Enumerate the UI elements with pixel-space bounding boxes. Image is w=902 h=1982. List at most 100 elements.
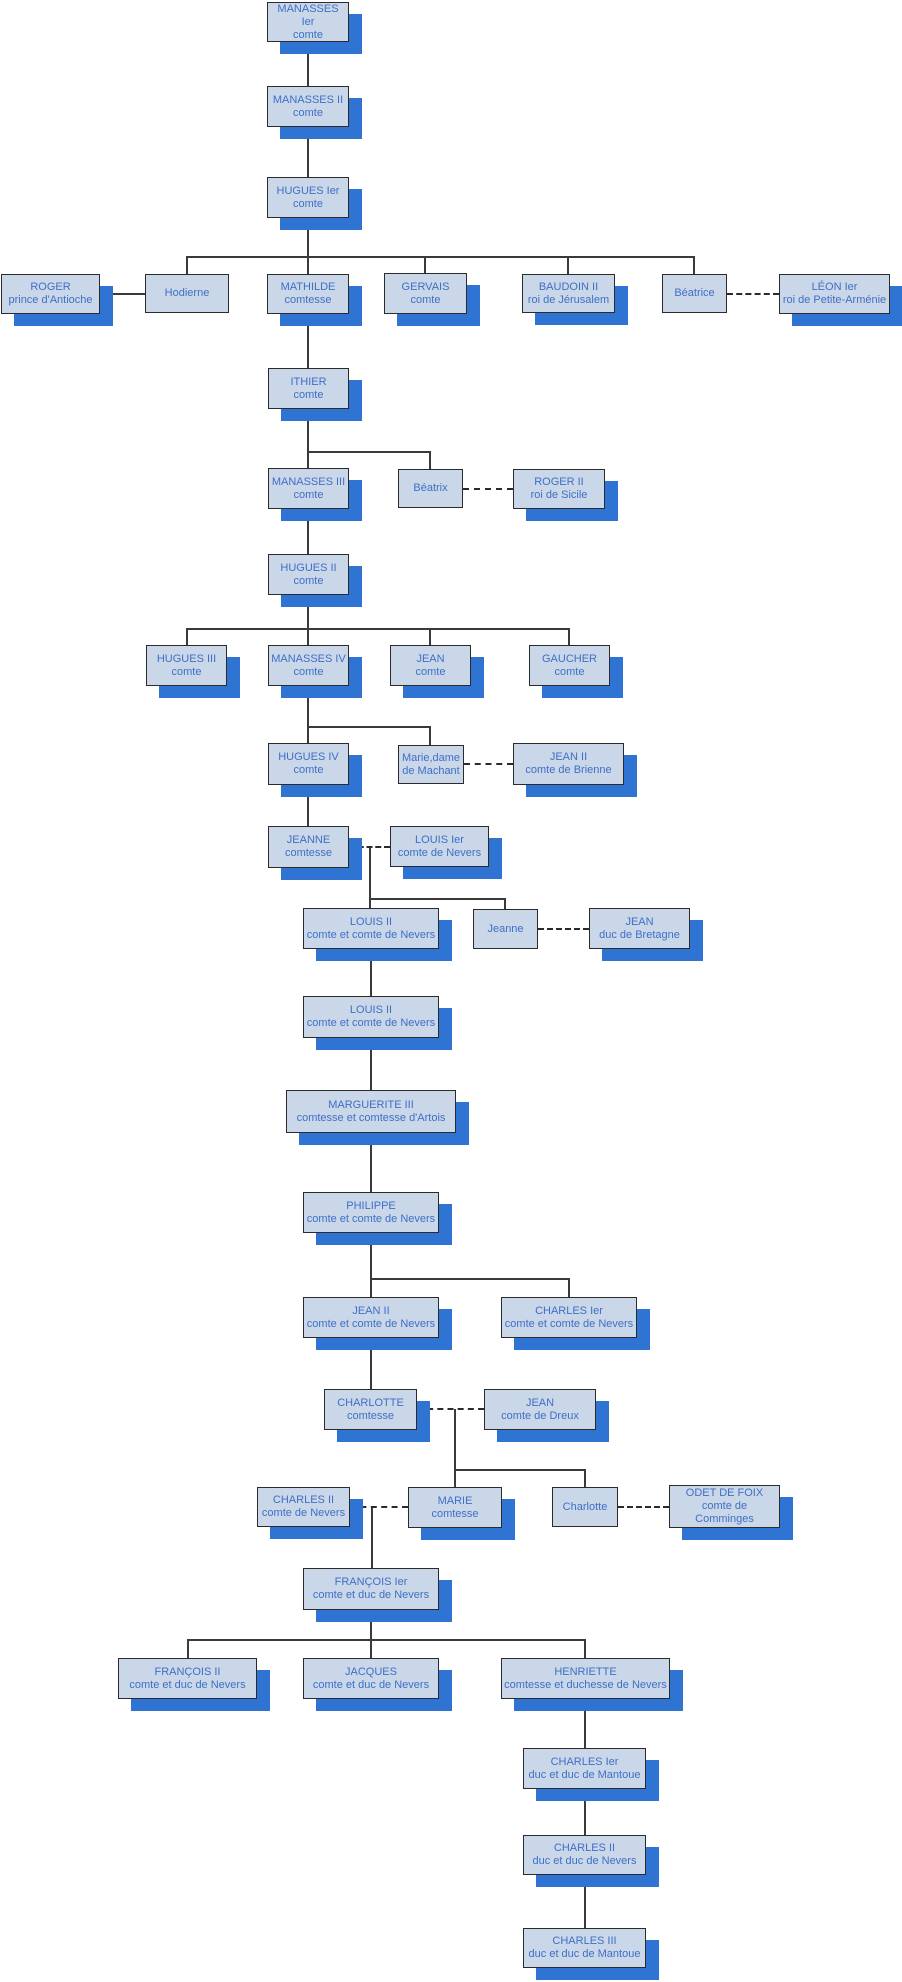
connector-line <box>429 726 431 745</box>
person-name: MANASSES IV <box>271 652 346 665</box>
connector-line <box>370 949 372 996</box>
person-title: comte de Brienne <box>525 764 612 776</box>
connector-line <box>307 409 309 468</box>
marriage-line <box>727 293 779 295</box>
connector-line <box>307 509 309 554</box>
person-name: Charlotte <box>562 1500 608 1513</box>
person-title: comte <box>293 388 324 401</box>
person-title: comtesse <box>431 1507 479 1520</box>
connector-line <box>369 847 371 898</box>
person-title: duc et duc de Mantoue <box>528 1948 641 1960</box>
person-name: HENRIETTE <box>554 1665 617 1678</box>
connector-line <box>370 1233 372 1297</box>
tree-node-beatrice: Béatrice <box>662 274 727 313</box>
person-name: JEAN II <box>549 751 588 763</box>
connector-line <box>584 1699 586 1748</box>
person-title: comtesse <box>346 1409 395 1422</box>
person-title: comte et comte de Nevers <box>306 1017 436 1029</box>
person-title: comte de Comminges <box>695 1500 754 1525</box>
person-title: comte <box>293 197 323 210</box>
tree-node-charlotte: Charlotte <box>552 1487 618 1527</box>
person-title: duc et duc de Nevers <box>532 1855 637 1867</box>
connector-line <box>307 686 309 743</box>
connector-line <box>454 1469 585 1471</box>
person-name: CHARLES II <box>553 1842 616 1854</box>
connector-line <box>187 1639 585 1641</box>
person-title: comte et comte de Nevers <box>306 1317 436 1330</box>
person-name: LOUIS II <box>349 1004 393 1016</box>
person-name: CHARLES III <box>552 1935 617 1947</box>
connector-line <box>584 1789 586 1835</box>
connector-line <box>568 628 570 645</box>
person-name: MARIE <box>437 1494 473 1507</box>
connector-line <box>371 1507 373 1568</box>
person-title: comte de Dreux <box>501 1409 579 1422</box>
person-title: comte et duc de Nevers <box>129 1678 246 1691</box>
person-title: duc et duc de Mantoue <box>528 1768 641 1781</box>
person-name: JEAN <box>525 1396 555 1409</box>
connector-line <box>370 1133 372 1192</box>
person-title: comte <box>293 574 324 587</box>
person-name: ROGER II <box>534 476 584 488</box>
person-name: PHILIPPE <box>346 1199 396 1212</box>
tree-node-beatrix: Béatrix <box>398 469 463 508</box>
person-name: JACQUES <box>345 1665 397 1678</box>
person-title: prince d'Antioche <box>8 294 93 306</box>
connector-line <box>584 1469 586 1487</box>
person-name: JEAN <box>625 915 654 928</box>
connector-line <box>307 628 309 645</box>
connector-line <box>186 256 188 274</box>
person-title: roi de Sicile <box>530 489 588 501</box>
connector-line <box>307 726 431 728</box>
person-title: comte <box>410 293 441 306</box>
connector-line <box>307 451 431 453</box>
person-name: BAUDOIN II <box>538 280 599 293</box>
person-name: LOUIS II <box>349 915 393 928</box>
connector-line <box>307 314 309 368</box>
marriage-line <box>349 846 390 848</box>
person-title: comte <box>554 665 585 678</box>
person-title: comte et comte de Nevers <box>306 1212 436 1225</box>
person-name: FRANÇOIS II <box>154 1665 221 1678</box>
person-name: JEANNE <box>286 834 331 846</box>
connector-line <box>370 1338 372 1389</box>
person-name: HUGUES IV <box>278 751 339 763</box>
connector-line <box>454 1409 456 1469</box>
person-name: HUGUES Ier <box>276 184 340 197</box>
connector-line <box>584 1639 586 1658</box>
person-name: CHARLES Ier <box>550 1755 619 1768</box>
person-name: CHARLES Ier <box>535 1304 603 1317</box>
connector-line <box>504 898 506 909</box>
connector-line <box>454 1469 456 1487</box>
connector-line <box>584 1875 586 1928</box>
person-title: comtesse et duchesse de Nevers <box>504 1678 667 1691</box>
